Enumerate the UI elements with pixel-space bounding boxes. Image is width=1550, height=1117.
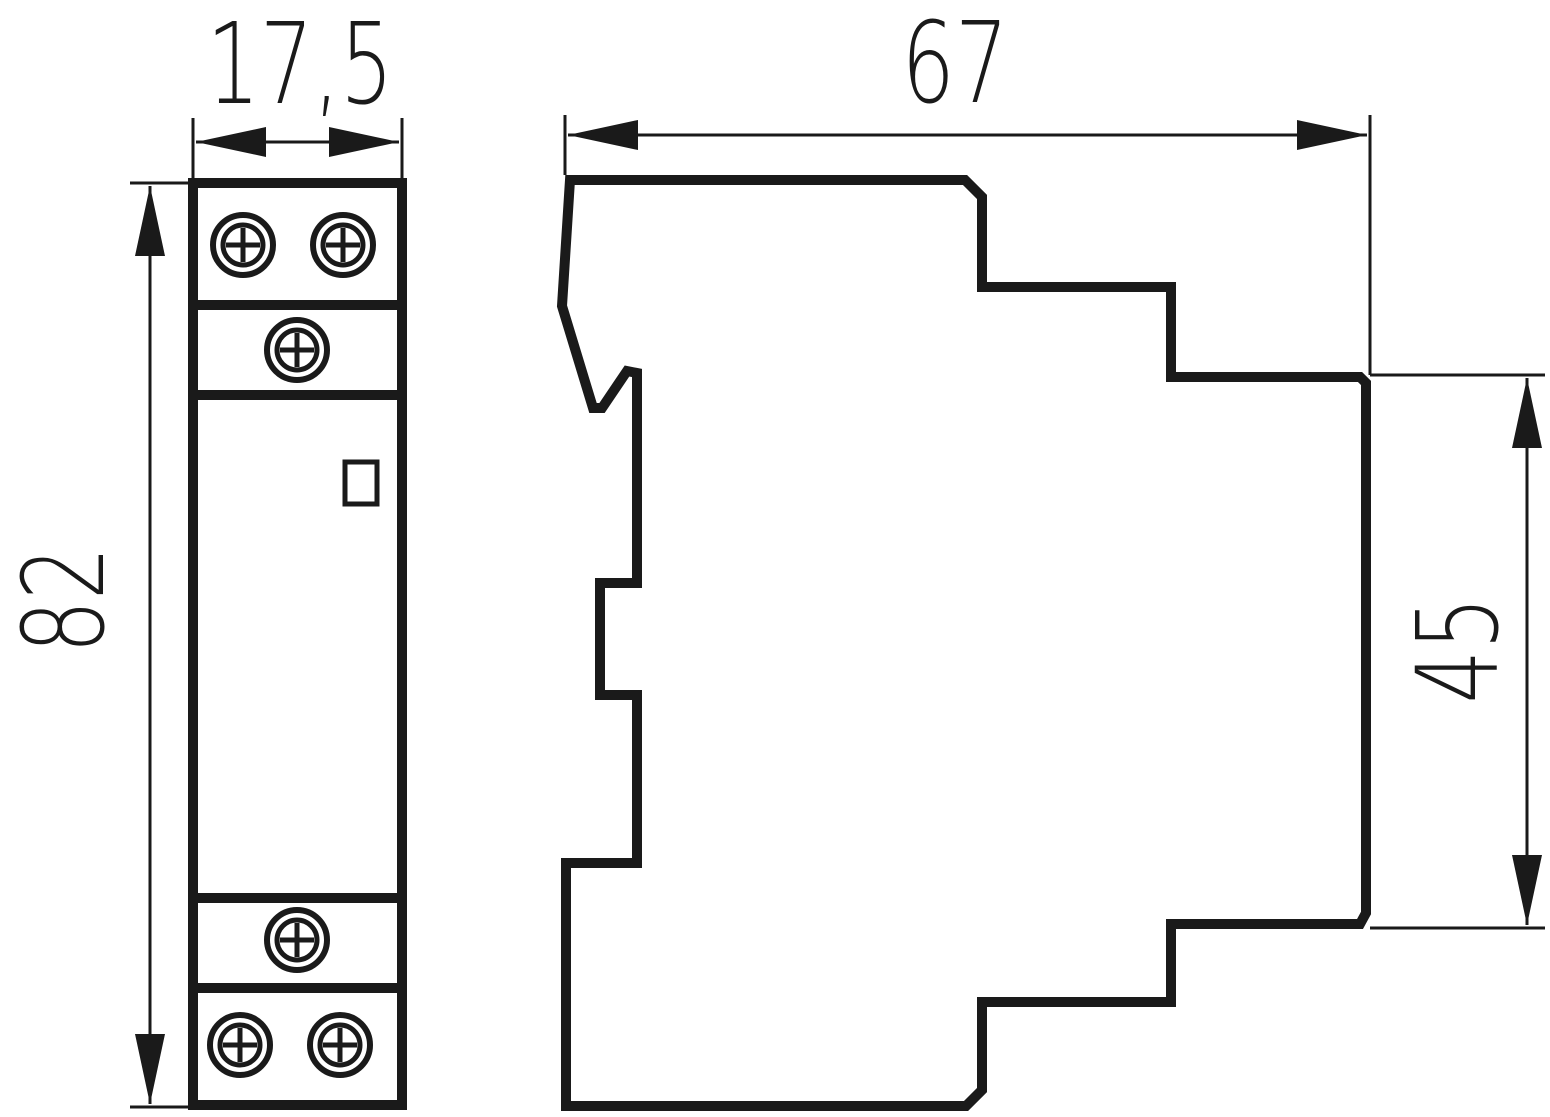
dimension-label-depth: 67	[902, 0, 1009, 129]
terminal-screw-icon	[267, 910, 327, 970]
terminal-screw-icon	[313, 215, 373, 275]
dimension-label-height: 82	[0, 547, 130, 654]
dimension-width: 17,5	[191, 0, 404, 180]
dimension-depth: 67	[563, 0, 1372, 375]
dimension-height: 82	[0, 181, 190, 1109]
dimension-rail-height: 45	[1370, 373, 1545, 930]
front-housing	[188, 178, 407, 1110]
terminal-screw-icon	[213, 215, 273, 275]
terminal-screw-icon	[267, 320, 327, 380]
terminal-screw-icon	[310, 1015, 370, 1075]
front-view	[188, 178, 407, 1110]
indicator-window	[342, 459, 380, 507]
dimension-label-width: 17,5	[206, 0, 393, 130]
terminal-screw-icon	[210, 1015, 270, 1075]
side-view-outline	[556, 175, 1371, 1111]
dimension-label-rail-height: 45	[1394, 597, 1524, 704]
